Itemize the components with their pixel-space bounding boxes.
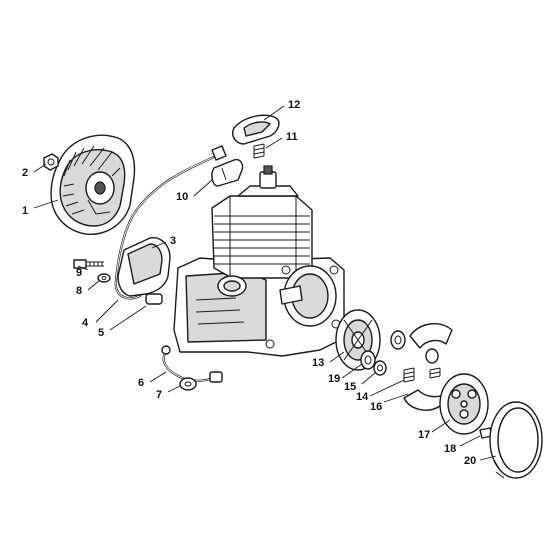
leader-lines <box>33 105 497 461</box>
grommet-7 <box>179 377 197 391</box>
callout-labels: 1 2 3 4 5 6 7 8 9 10 11 12 13 14 15 16 1… <box>22 99 476 467</box>
callout-19: 19 <box>328 373 340 385</box>
callout-5: 5 <box>98 327 104 339</box>
callout-9: 9 <box>76 267 82 279</box>
short-circuit-wire <box>161 345 223 383</box>
callout-8: 8 <box>76 285 82 297</box>
spark-cap <box>232 114 280 145</box>
spring <box>253 143 265 159</box>
callout-20: 20 <box>464 455 476 467</box>
callout-11: 11 <box>286 131 298 143</box>
callout-12: 12 <box>288 99 300 111</box>
washer-8 <box>97 273 111 283</box>
ignition-module <box>117 237 171 305</box>
callout-18: 18 <box>444 443 456 455</box>
callout-4: 4 <box>82 317 89 329</box>
callout-2: 2 <box>22 167 28 179</box>
callout-1: 1 <box>22 205 28 217</box>
bushing-15 <box>373 360 387 376</box>
clutch-spring <box>403 367 441 383</box>
callout-7: 7 <box>156 389 162 401</box>
washer-top <box>390 330 406 350</box>
callout-17: 17 <box>418 429 430 441</box>
clutch-shoe-upper <box>409 323 453 364</box>
spark-plug-boot <box>211 158 244 187</box>
callout-16: 16 <box>370 401 382 413</box>
callout-6: 6 <box>138 377 144 389</box>
clutch-plate <box>439 373 489 435</box>
callout-10: 10 <box>176 191 188 203</box>
ignition-lead <box>114 145 227 300</box>
callout-3: 3 <box>170 235 176 247</box>
callout-15: 15 <box>344 381 356 393</box>
clutch-drum-ring <box>489 401 543 479</box>
flywheel <box>50 134 136 235</box>
engine-crankcase <box>173 165 345 357</box>
callout-13: 13 <box>312 357 324 369</box>
washer-19 <box>360 350 376 370</box>
screw-9 <box>73 259 104 269</box>
callout-14: 14 <box>356 391 369 403</box>
flywheel-nut <box>43 153 59 171</box>
